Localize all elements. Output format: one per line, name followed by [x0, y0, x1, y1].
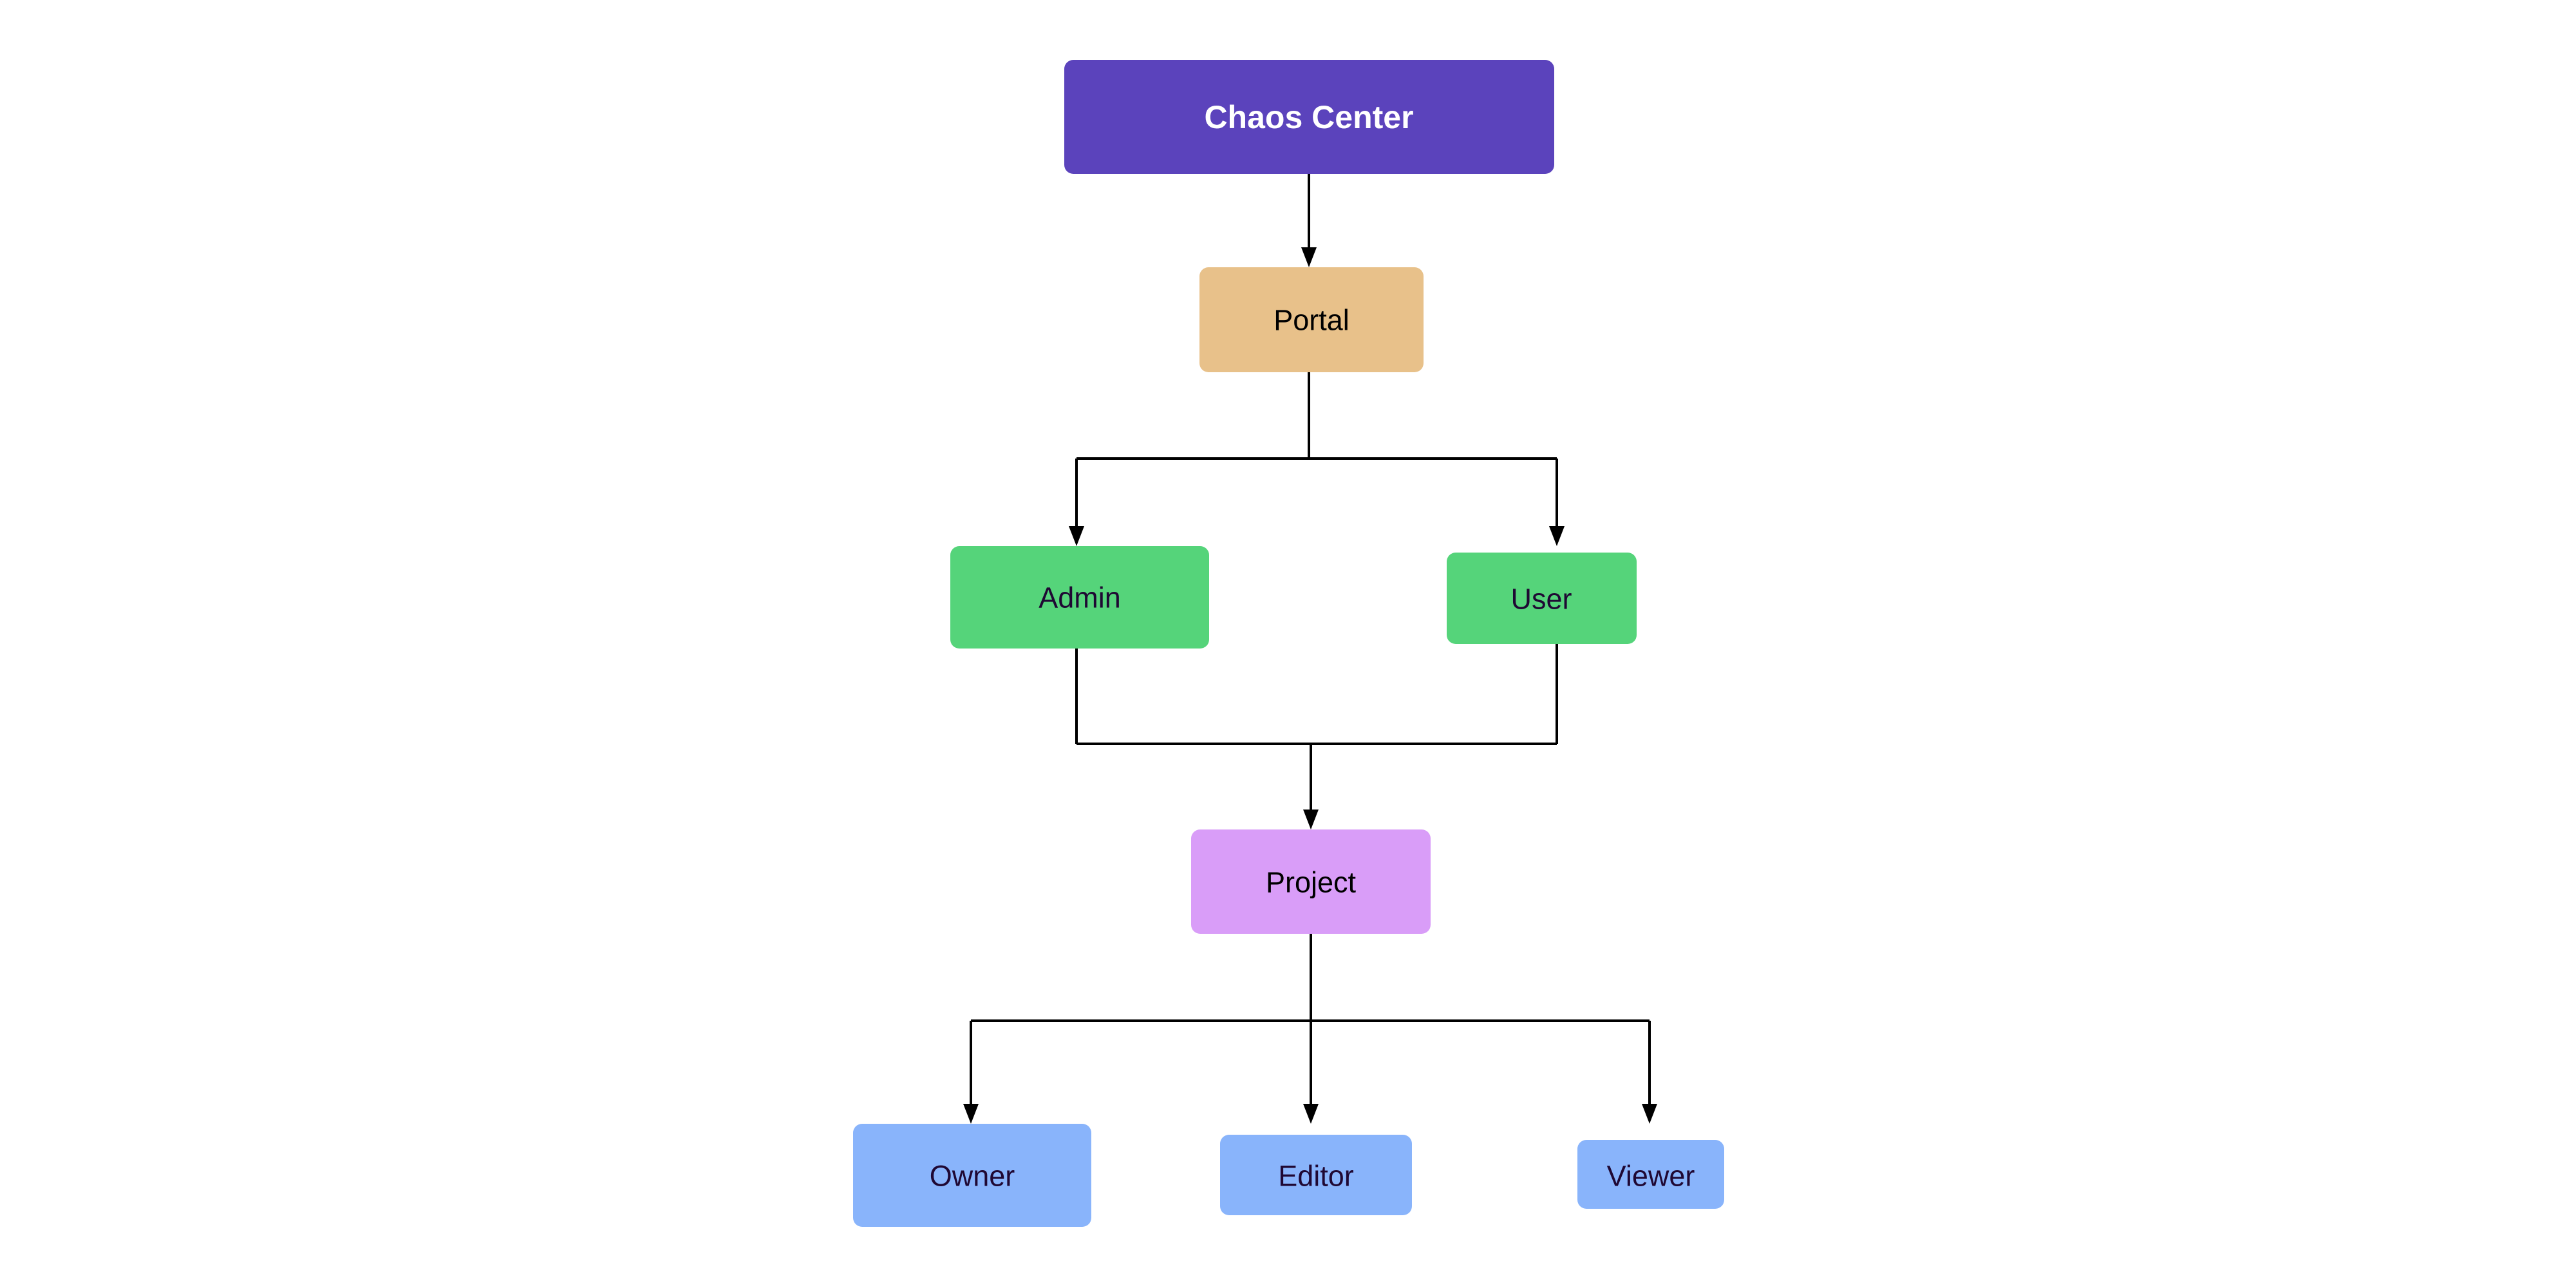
node-box[interactable] [1447, 553, 1637, 644]
node-chaos-center[interactable]: Chaos Center [1064, 60, 1554, 174]
node-user[interactable]: User [1447, 553, 1637, 644]
node-box[interactable] [1577, 1140, 1724, 1209]
node-owner[interactable]: Owner [853, 1124, 1091, 1227]
edge-portal-to-admin [1069, 459, 1084, 546]
node-box[interactable] [853, 1124, 1091, 1227]
edge-portal-to-user [1549, 459, 1565, 546]
edge-project-split [971, 934, 1650, 1022]
arrowhead-icon [963, 1104, 979, 1124]
arrowhead-icon [1069, 526, 1084, 546]
node-box[interactable] [1199, 267, 1424, 372]
node-label: Chaos Center [1204, 99, 1413, 135]
node-editor[interactable]: Editor [1220, 1135, 1412, 1215]
node-viewer[interactable]: Viewer [1577, 1140, 1724, 1209]
node-box[interactable] [1064, 60, 1554, 174]
node-admin[interactable]: Admin [950, 546, 1209, 649]
node-label: Owner [930, 1160, 1015, 1193]
edge-project-to-viewer [1642, 1021, 1657, 1124]
edge-project-to-owner [963, 1021, 979, 1124]
node-label: Project [1266, 866, 1357, 899]
edge-project-to-editor [1303, 1021, 1319, 1124]
edge-chaos-center-to-portal [1301, 174, 1317, 267]
node-layer: Chaos Center Portal Admin User Project O [853, 60, 1724, 1227]
node-label: Portal [1274, 304, 1349, 337]
arrowhead-icon [1303, 1104, 1319, 1124]
node-portal[interactable]: Portal [1199, 267, 1424, 372]
edge-layer [963, 174, 1657, 1124]
arrowhead-icon [1301, 247, 1317, 267]
node-label: User [1510, 583, 1572, 616]
node-label: Editor [1278, 1160, 1354, 1193]
arrowhead-icon [1549, 526, 1565, 546]
node-label: Admin [1039, 582, 1121, 614]
node-box[interactable] [1191, 829, 1431, 934]
edge-portal-split [1076, 372, 1557, 460]
node-project[interactable]: Project [1191, 829, 1431, 934]
node-box[interactable] [1220, 1135, 1412, 1215]
arrowhead-icon [1642, 1104, 1657, 1124]
node-label: Viewer [1607, 1160, 1695, 1193]
edge-merge-to-project [1076, 743, 1557, 829]
node-box[interactable] [950, 546, 1209, 649]
arrowhead-icon [1303, 810, 1319, 829]
